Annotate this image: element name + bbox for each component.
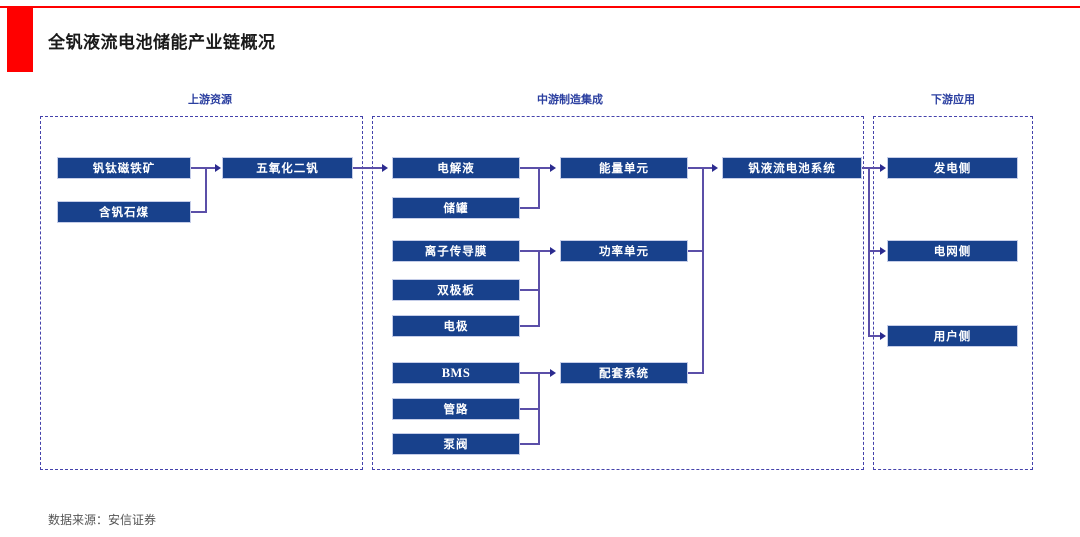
wire-support-bus-out (538, 372, 551, 374)
top-red-rule (0, 6, 1080, 8)
arrow-to-user-side (880, 332, 886, 340)
arrow-to-electrolyte (382, 164, 388, 172)
wire-tank-out (520, 207, 540, 209)
node-grid-side[interactable]: 电网侧 (887, 240, 1018, 262)
zone-upstream (40, 116, 363, 470)
wire-energy-bus-out (538, 167, 551, 169)
arrow-to-generation-side (880, 164, 886, 172)
node-storage-tank[interactable]: 储罐 (392, 197, 520, 219)
wire-power-unit-out (688, 250, 704, 252)
arrow-to-power-unit (550, 247, 556, 255)
arrow-to-system (712, 164, 718, 172)
wire-pump-out (520, 443, 540, 445)
zone-midstream (372, 116, 864, 470)
wire-membrane-out (520, 250, 540, 252)
wire-plate-out (520, 289, 540, 291)
stage-label-upstream: 上游资源 (188, 94, 232, 106)
source-note: 数据来源：安信证券 (48, 513, 157, 527)
wire-energy-unit-out (688, 167, 704, 169)
node-energy-unit[interactable]: 能量单元 (560, 157, 688, 179)
node-power-unit[interactable]: 功率单元 (560, 240, 688, 262)
node-electrolyte[interactable]: 电解液 (392, 157, 520, 179)
wire-bms-out (520, 372, 540, 374)
node-user-side[interactable]: 用户侧 (887, 325, 1018, 347)
arrow-to-grid-side (880, 247, 886, 255)
node-vanadium-titanium-magnetite[interactable]: 钒钛磁铁矿 (57, 157, 191, 179)
node-pump-valve[interactable]: 泵阀 (392, 433, 520, 455)
wire-energy-group-bus (538, 167, 540, 209)
node-bipolar-plate[interactable]: 双极板 (392, 279, 520, 301)
zone-downstream (873, 116, 1033, 470)
wire-piping-out (520, 408, 540, 410)
arrow-to-energy-unit (550, 164, 556, 172)
node-ion-conducting-membrane[interactable]: 离子传导膜 (392, 240, 520, 262)
wire-system-input-bus (702, 167, 704, 374)
page-title: 全钒液流电池储能产业链概况 (48, 33, 276, 52)
wire-support-unit-out (688, 372, 704, 374)
wire-bus-to-grid-side (868, 250, 882, 252)
wire-power-group-bus (538, 250, 540, 327)
wire-ore-bus-to-v2o5 (205, 167, 216, 169)
node-electrode[interactable]: 电极 (392, 315, 520, 337)
node-support-system[interactable]: 配套系统 (560, 362, 688, 384)
stage-label-midstream: 中游制造集成 (537, 94, 603, 106)
node-bms[interactable]: BMS (392, 362, 520, 384)
wire-electrode-out (520, 325, 540, 327)
wire-support-group-bus (538, 372, 540, 445)
node-vanadium-flow-battery-system[interactable]: 钒液流电池系统 (722, 157, 862, 179)
wire-power-bus-out (538, 250, 551, 252)
arrow-to-vanadium-pentoxide (215, 164, 221, 172)
wire-ore1-out (191, 167, 207, 169)
node-generation-side[interactable]: 发电侧 (887, 157, 1018, 179)
wire-electrolyte-out (520, 167, 540, 169)
wire-bus-to-user-side (868, 335, 882, 337)
stage-label-downstream: 下游应用 (931, 94, 975, 106)
wire-ore2-out (191, 211, 207, 213)
wire-v2o5-to-midstream (353, 167, 383, 169)
wire-system-bus-out (702, 167, 713, 169)
node-vanadium-pentoxide[interactable]: 五氧化二钒 (222, 157, 353, 179)
wire-ore-bus (205, 167, 207, 213)
node-vanadium-stone-coal[interactable]: 含钒石煤 (57, 201, 191, 223)
red-accent-tab (7, 8, 33, 72)
node-piping[interactable]: 管路 (392, 398, 520, 420)
arrow-to-support-system (550, 369, 556, 377)
wire-system-out (862, 167, 882, 169)
